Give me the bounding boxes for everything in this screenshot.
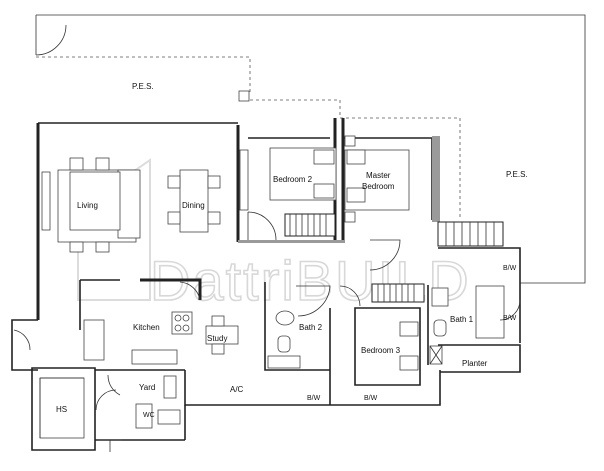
dining-furniture xyxy=(167,149,249,233)
label-bw-right-upper: B/W xyxy=(503,265,517,272)
label-hs: HS xyxy=(56,405,67,414)
label-dining: Dining xyxy=(182,201,205,210)
label-bath1: Bath 1 xyxy=(450,315,474,324)
pes-boundary xyxy=(35,14,586,284)
label-bedroom2: Bedroom 2 xyxy=(273,175,313,184)
label-master-line1: Master xyxy=(366,171,391,180)
label-study: Study xyxy=(207,334,227,343)
bedroom3-furniture xyxy=(371,283,425,371)
label-kitchen: Kitchen xyxy=(133,323,160,332)
service-area xyxy=(13,329,181,452)
label-living: Living xyxy=(77,201,98,210)
label-bedroom3: Bedroom 3 xyxy=(361,346,401,355)
living-furniture xyxy=(41,157,141,253)
bath1-fixtures xyxy=(429,285,521,365)
label-pes-right: P.E.S. xyxy=(506,170,528,179)
external-walls xyxy=(11,118,521,451)
label-yard: Yard xyxy=(139,383,155,392)
kitchen-furniture xyxy=(83,281,239,365)
label-planter: Planter xyxy=(462,359,488,368)
column-marker xyxy=(238,90,250,102)
bedroom2-furniture xyxy=(247,147,337,241)
master-bedroom-furniture xyxy=(344,135,504,271)
label-bw-right-lower: B/W xyxy=(503,315,517,322)
label-ac: A/C xyxy=(230,385,244,394)
label-bw-bottom-mid: B/W xyxy=(364,395,378,402)
label-bath2: Bath 2 xyxy=(299,323,323,332)
label-bw-bottom-left: B/W xyxy=(307,395,321,402)
label-pes-left: P.E.S. xyxy=(132,82,154,91)
room-labels: P.E.S. P.E.S. Living Dining Bedroom 2 Ma… xyxy=(56,82,528,419)
label-master-line2: Bedroom xyxy=(362,182,395,191)
label-wc: WC xyxy=(143,412,155,419)
bath2-fixtures xyxy=(267,285,361,369)
